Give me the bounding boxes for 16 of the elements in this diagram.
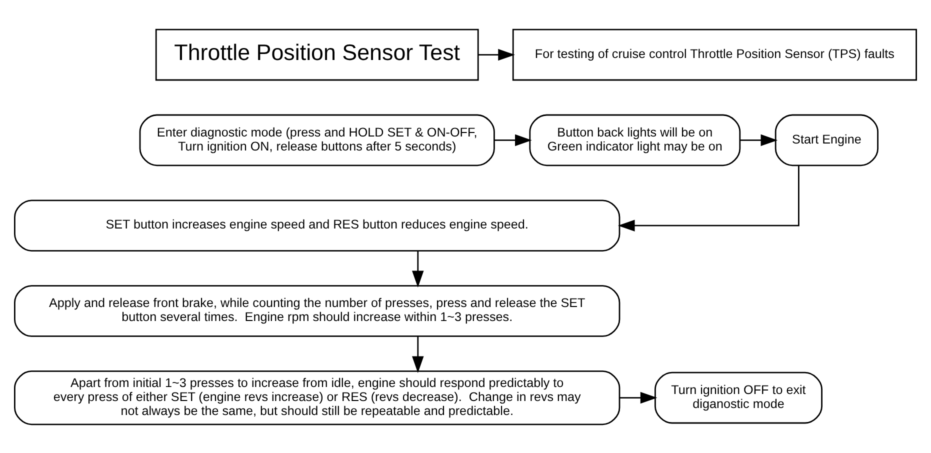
arrow [618, 165, 800, 231]
arrow [412, 336, 424, 373]
node-box: SET button increases engine speed and RES button reduces engine speed. [14, 199, 620, 251]
node-box: Turn ignition OFF to exit diganostic mode [654, 371, 822, 424]
node-box: For testing of cruise control Throttle Position Sensor (TPS) faults [512, 28, 917, 80]
node-box: Apply and release front brake, while counting the number of presses, press and release the SET button several times. Engine rpm should increase within 1~3 presses. [14, 284, 620, 336]
node-box: Throttle Position Sensor Test [155, 28, 479, 80]
arrow [478, 48, 515, 60]
arrow [412, 250, 424, 288]
node-box: Start Engine [774, 114, 878, 166]
node-box: Apart from initial 1~3 presses to increase from idle, engine should respond predictably to every press of either SET (engine revs increase) or RES (revs decrease). Change in revs may not always be the same, but should still be repeatable and predictable. [14, 370, 620, 425]
node-box: Button back lights will be on Green indicator light may be on [529, 114, 741, 166]
arrow [494, 134, 532, 146]
arrow [740, 134, 778, 146]
node-box: Enter diagnostic mode (press and HOLD SET & ON-OFF, Turn ignition ON, release buttons after 5 seconds) [139, 114, 495, 166]
arrow [620, 391, 658, 404]
